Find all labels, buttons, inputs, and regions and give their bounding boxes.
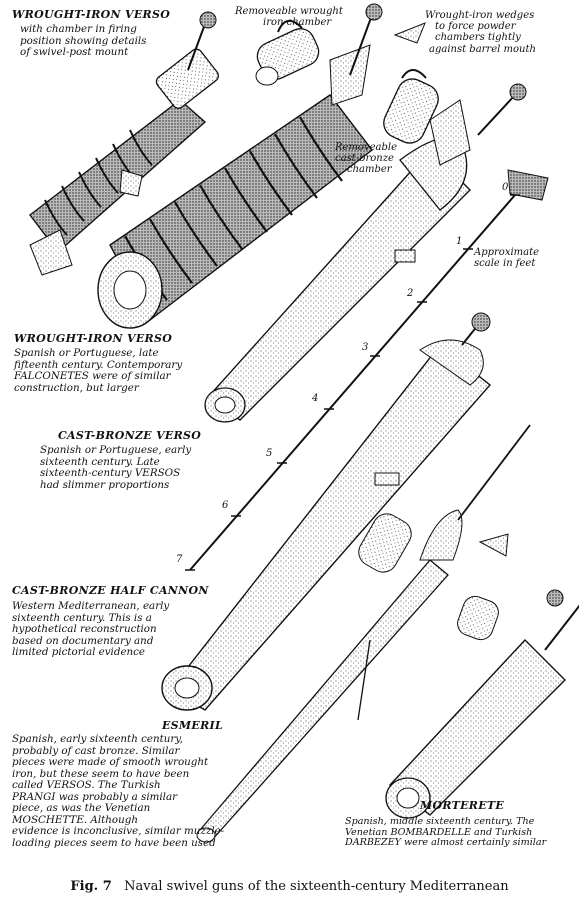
scale-tick-7: 7 bbox=[176, 554, 183, 565]
desc-line: evidence is inconclusive, similar muzzle… bbox=[12, 825, 225, 838]
morterete-desc: Spanish, middle sixteenth century. The V… bbox=[345, 816, 547, 849]
esmeril-desc: Spanish, early sixteenth century, probab… bbox=[12, 733, 225, 849]
morterete-title: MORTERETE bbox=[420, 799, 505, 812]
wrought-chamber-drawing bbox=[255, 20, 320, 86]
figure-caption-text: Naval swivel guns of the sixteenth-centu… bbox=[124, 879, 509, 894]
wrought-verso-top-desc: with chamber in firing position showing … bbox=[20, 23, 147, 59]
bronze-verso-title: CAST-BRONZE VERSO bbox=[58, 429, 202, 442]
wedges-label: Wrought-iron wedges to force powder cham… bbox=[425, 10, 536, 55]
desc-line: construction, but larger bbox=[14, 381, 139, 394]
desc-line: iron, but these seem to have been bbox=[12, 767, 190, 780]
wrought-verso-top-drawing bbox=[29, 11, 219, 276]
desc-line: hypothetical reconstruction bbox=[12, 623, 157, 636]
wrought-verso-title: WROUGHT-IRON VERSO bbox=[14, 332, 173, 345]
figure-caption: Fig. 7 Naval swivel guns of the sixteent… bbox=[0, 879, 579, 894]
wrought-verso-desc: Spanish or Portuguese, late fifteenth ce… bbox=[14, 347, 183, 394]
desc-line: Venetian BOMBARDELLE and Turkish bbox=[345, 826, 533, 838]
half-cannon-title: CAST-BRONZE HALF CANNON bbox=[12, 584, 209, 597]
desc-line: Spanish or Portuguese, early bbox=[40, 444, 192, 456]
label-line: scale in feet bbox=[474, 258, 536, 270]
scale-bar bbox=[185, 194, 520, 571]
wrought-verso-top-title: WROUGHT-IRON VERSO bbox=[12, 8, 171, 21]
desc-line: MOSCHETTE. Although bbox=[12, 813, 138, 826]
bronze-verso-drawing bbox=[204, 83, 527, 423]
desc-line: Spanish or Portuguese, late bbox=[14, 347, 159, 359]
desc-line: piece, as was the Venetian bbox=[12, 802, 151, 815]
desc-line: of swivel-post mount bbox=[20, 46, 129, 59]
esmeril-title: ESMERIL bbox=[162, 719, 224, 732]
removable-wrought-label: Removeable wrought iron chamber bbox=[235, 6, 343, 28]
morterete-drawing bbox=[385, 589, 579, 819]
scale-tick-2: 2 bbox=[407, 288, 414, 299]
label-line: Removeable bbox=[335, 142, 397, 153]
desc-line: PRANGI was probably a similar bbox=[12, 790, 178, 803]
label-line: Approximate bbox=[474, 247, 540, 258]
label-line: iron chamber bbox=[263, 17, 332, 29]
desc-line: Western Mediterranean, early bbox=[12, 600, 170, 612]
scale-tick-4: 4 bbox=[312, 393, 319, 404]
half-cannon-drawing bbox=[161, 312, 492, 711]
scale-tick-6: 6 bbox=[222, 500, 229, 511]
scale-tick-5: 5 bbox=[266, 448, 273, 459]
desc-line: sixteenth-century VERSOS bbox=[40, 467, 181, 480]
desc-line: called VERSOS. The Turkish bbox=[12, 779, 161, 792]
figure-number: Fig. 7 bbox=[70, 879, 112, 894]
scale-tick-0: 0 bbox=[502, 182, 509, 193]
esmeril-drawing bbox=[196, 424, 531, 843]
bronze-verso-desc: Spanish or Portuguese, early sixteenth c… bbox=[40, 444, 192, 491]
removable-bronze-label: Removeable cast-bronze chamber bbox=[335, 142, 397, 176]
label-line: against barrel mouth bbox=[429, 43, 536, 55]
desc-line: loading pieces seem to have been used bbox=[12, 836, 216, 849]
label-line: chamber bbox=[347, 164, 392, 176]
desc-line: sixteenth century. This is a bbox=[12, 611, 152, 624]
desc-line: sixteenth century. Late bbox=[40, 455, 160, 468]
desc-line: DARBEZEY were almost certainly similar bbox=[345, 837, 547, 849]
scale-tick-1: 1 bbox=[456, 236, 463, 247]
scale-tick-3: 3 bbox=[362, 342, 369, 353]
label-line: to force powder bbox=[435, 21, 516, 33]
desc-line: with chamber in firing bbox=[20, 23, 137, 35]
half-cannon-desc: Western Mediterranean, early sixteenth c… bbox=[12, 600, 170, 659]
desc-line: fifteenth century. Contemporary bbox=[14, 358, 183, 371]
desc-line: Spanish, early sixteenth century, bbox=[12, 733, 183, 745]
desc-line: FALCONETES were of similar bbox=[14, 370, 171, 383]
desc-line: Spanish, middle sixteenth century. The bbox=[345, 816, 535, 827]
label-line: cast-bronze bbox=[335, 153, 394, 165]
desc-line: limited pictorial evidence bbox=[12, 646, 146, 659]
label-line: Wrought-iron wedges bbox=[425, 10, 535, 21]
wedges-drawing bbox=[393, 22, 549, 557]
desc-line: probably of cast bronze. Similar bbox=[12, 744, 180, 757]
desc-line: had slimmer proportions bbox=[40, 478, 170, 491]
label-line: chambers tightly bbox=[435, 32, 521, 44]
desc-line: pieces were made of smooth wrought bbox=[12, 756, 209, 769]
label-line: Removeable wrought bbox=[235, 6, 343, 17]
scale-label: Approximate scale in feet bbox=[474, 247, 539, 269]
wrought-verso-drawing bbox=[97, 3, 383, 329]
illustration bbox=[29, 3, 579, 843]
desc-line: position showing details bbox=[20, 34, 147, 47]
desc-line: based on documentary and bbox=[12, 634, 154, 647]
